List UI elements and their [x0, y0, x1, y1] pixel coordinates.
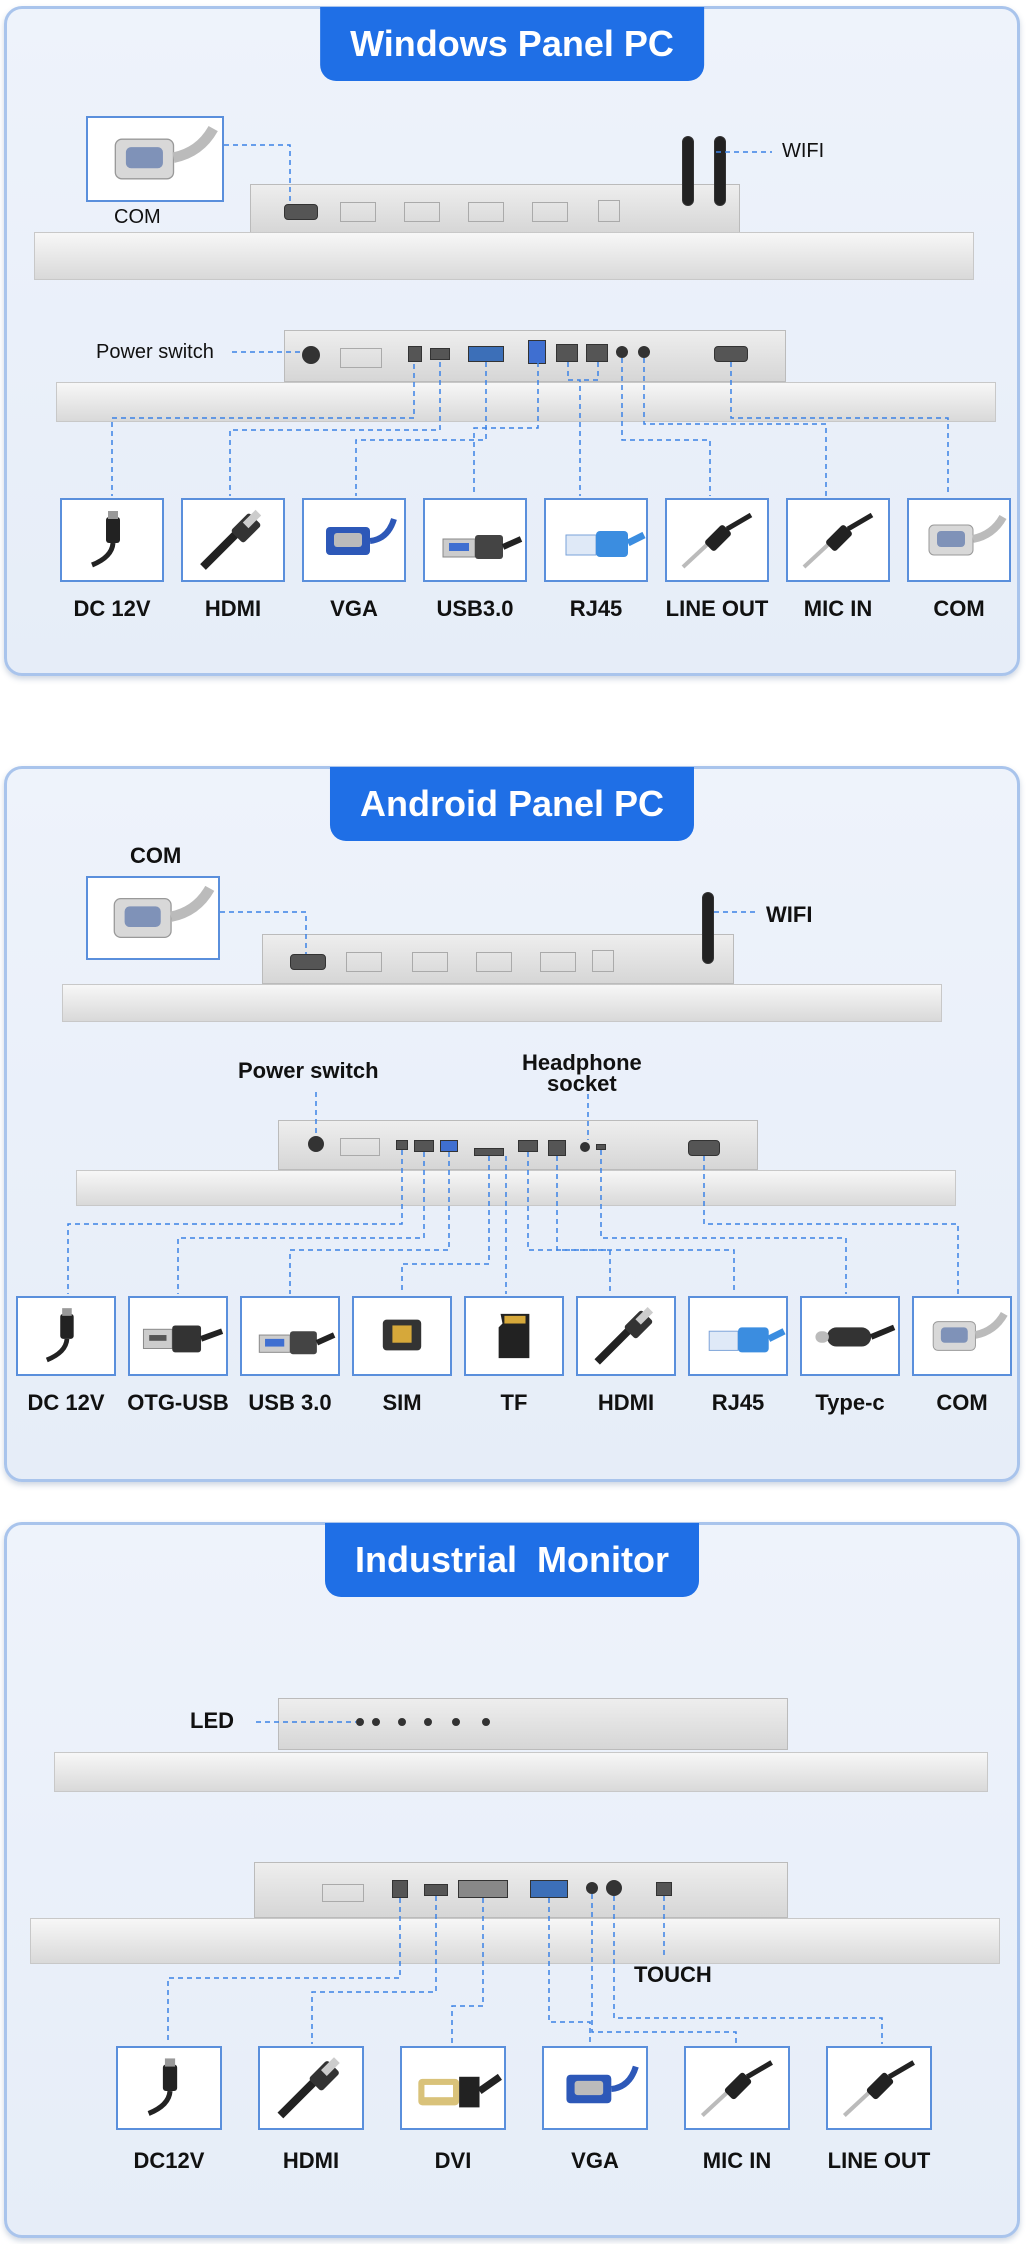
monitor-port-label: LINE OUT [812, 2148, 946, 2174]
windows-port-label: RJ45 [530, 596, 662, 622]
windows-top-com-port [284, 204, 318, 220]
windows-port-thumb [423, 498, 527, 582]
monitor-port-label: MIC IN [670, 2148, 804, 2174]
monitor-top-bezel [54, 1752, 988, 1792]
windows-port-thumb [907, 498, 1011, 582]
monitor-port-label: VGA [528, 2148, 662, 2174]
windows-port-thumb [181, 498, 285, 582]
monitor-title: Industrial Monitor [325, 1523, 699, 1597]
wifi-antenna-2 [714, 136, 726, 206]
monitor-port-label: DVI [386, 2148, 520, 2174]
rj45-cable-icon [546, 500, 646, 580]
vga-cable-icon [304, 500, 404, 580]
audio-jack-icon [686, 2048, 788, 2128]
db9-com-icon [88, 878, 218, 958]
android-port-thumb [800, 1296, 900, 1376]
android-top-bezel [62, 984, 942, 1022]
android-com-thumb [86, 876, 220, 960]
monitor-top-case [278, 1698, 788, 1750]
vga-cable-icon [544, 2048, 646, 2128]
android-port-thumb [128, 1296, 228, 1376]
android-port-thumb [240, 1296, 340, 1376]
windows-port-label: HDMI [167, 596, 299, 622]
hdmi-cable-icon [183, 500, 283, 580]
windows-rear-bezel [56, 382, 996, 422]
windows-port-thumb [302, 498, 406, 582]
android-rear-bezel [76, 1170, 956, 1206]
windows-wifi-label: WIFI [782, 140, 824, 163]
dc-plug-icon [118, 2048, 220, 2128]
db9-com-icon [909, 500, 1009, 580]
android-port-thumb [352, 1296, 452, 1376]
windows-port-thumb [665, 498, 769, 582]
usb3-cable-icon [425, 500, 525, 580]
windows-title: Windows Panel PC [320, 7, 704, 81]
monitor-led-label: LED [190, 1708, 234, 1734]
android-port-thumb [912, 1296, 1012, 1376]
sim-card-icon [354, 1298, 450, 1374]
windows-port-label: LINE OUT [651, 596, 783, 622]
android-headphone-label: Headphone socket [522, 1052, 642, 1094]
hdmi-cable-icon [260, 2048, 362, 2128]
usb3-cable-icon [242, 1298, 338, 1374]
android-port-thumb [464, 1296, 564, 1376]
monitor-port-thumb [116, 2046, 222, 2130]
android-port-label: SIM [338, 1390, 466, 1416]
usb-a-cable-icon [130, 1298, 226, 1374]
db9-com-icon [914, 1298, 1010, 1374]
audio-jack-icon [667, 500, 767, 580]
dc-plug-icon [18, 1298, 114, 1374]
android-port-label: OTG-USB [114, 1390, 242, 1416]
windows-com-label: COM [114, 206, 161, 229]
windows-port-label: COM [893, 596, 1025, 622]
android-wifi-antenna [702, 892, 714, 964]
monitor-touch-label: TOUCH [634, 1962, 712, 1988]
android-port-thumb [576, 1296, 676, 1376]
android-wifi-label: WIFI [766, 902, 812, 928]
windows-port-thumb [544, 498, 648, 582]
monitor-port-thumb [400, 2046, 506, 2130]
android-com-label: COM [130, 843, 181, 869]
power-switch [302, 346, 320, 364]
hdmi-cable-icon [578, 1298, 674, 1374]
windows-port-label: MIC IN [772, 596, 904, 622]
type-c-cable-icon [802, 1298, 898, 1374]
windows-com-thumb [86, 116, 224, 202]
db9-com-icon [88, 118, 222, 200]
android-port-label: COM [898, 1390, 1026, 1416]
android-port-thumb [688, 1296, 788, 1376]
wifi-antenna-1 [682, 136, 694, 206]
android-port-label: TF [450, 1390, 578, 1416]
monitor-port-thumb [542, 2046, 648, 2130]
audio-jack-icon [788, 500, 888, 580]
windows-port-label: USB3.0 [409, 596, 541, 622]
android-power-switch-label: Power switch [238, 1058, 379, 1084]
dvi-cable-icon [402, 2048, 504, 2128]
windows-top-bezel [34, 232, 974, 280]
monitor-port-label: DC12V [102, 2148, 236, 2174]
windows-port-label: DC 12V [46, 596, 178, 622]
android-port-label: RJ45 [674, 1390, 802, 1416]
monitor-port-thumb [826, 2046, 932, 2130]
monitor-port-thumb [684, 2046, 790, 2130]
android-port-label: DC 12V [2, 1390, 130, 1416]
android-port-label: HDMI [562, 1390, 690, 1416]
monitor-port-thumb [258, 2046, 364, 2130]
audio-jack-icon [828, 2048, 930, 2128]
tf-card-icon [466, 1298, 562, 1374]
windows-port-thumb [786, 498, 890, 582]
dc-plug-icon [62, 500, 162, 580]
windows-port-label: VGA [288, 596, 420, 622]
windows-power-switch-label: Power switch [96, 341, 214, 364]
monitor-port-label: HDMI [244, 2148, 378, 2174]
android-port-label: Type-c [786, 1390, 914, 1416]
rj45-cable-icon [690, 1298, 786, 1374]
windows-port-thumb [60, 498, 164, 582]
android-title: Android Panel PC [330, 767, 694, 841]
monitor-rear-bezel [30, 1918, 1000, 1964]
android-port-label: USB 3.0 [226, 1390, 354, 1416]
android-port-thumb [16, 1296, 116, 1376]
